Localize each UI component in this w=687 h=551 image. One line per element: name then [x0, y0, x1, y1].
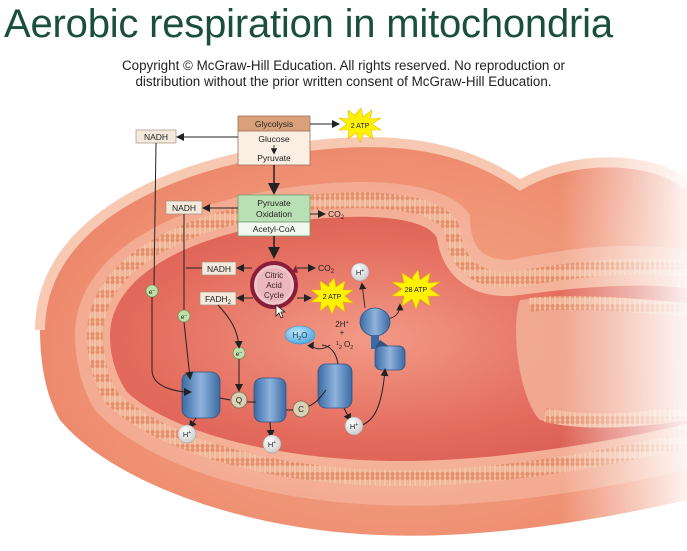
atp-burst-synthase — [390, 269, 442, 310]
complex-i-to-q — [219, 397, 231, 401]
atp-glycolysis-label: 2 ATP — [351, 123, 370, 130]
water-molecule — [284, 325, 316, 345]
glycolysis-title: Glycolysis — [255, 119, 293, 129]
citric-line1: Citric — [265, 271, 283, 280]
copyright-line-1: Copyright © McGraw-Hill Education. All r… — [121, 58, 565, 73]
proton-1 — [177, 424, 197, 444]
complex-iii — [253, 377, 287, 423]
proton-label-2: H+ — [268, 440, 276, 449]
plus-sign: + — [340, 328, 345, 337]
pyruvate-oxidation-box: Pyruvate Oxidation Acetyl-CoA — [237, 194, 311, 237]
complex-i — [181, 371, 221, 419]
electron-label-1: e− — [149, 288, 156, 296]
cytochrome-c — [292, 400, 310, 418]
proton-return-arrow — [361, 368, 389, 426]
fadh2-electron-path — [217, 304, 243, 349]
proton-matrix-label: H+ — [356, 268, 364, 277]
nadh-label-1: NADH — [144, 132, 168, 142]
proton-2 — [262, 434, 282, 454]
citric-acid-cycle: Citric Acid Cycle — [250, 261, 298, 309]
electron-2-path — [183, 321, 194, 380]
complex-iv-pump-arrow — [343, 407, 351, 422]
page-title: Aerobic respiration in mitochondria — [4, 2, 613, 46]
nadh1-electron-line — [153, 142, 157, 286]
ubiquinone — [230, 391, 248, 409]
proton-label-3: H+ — [350, 422, 358, 431]
half-o2-o: O2 — [344, 340, 353, 351]
glucose-label: Glucose — [258, 134, 289, 144]
c-to-complex-iv — [308, 389, 327, 407]
two-h-label: 2H+ — [335, 320, 348, 329]
proton-synthase-arrow — [359, 282, 367, 309]
water-label: H2O — [292, 331, 307, 342]
electron-1-path — [151, 297, 192, 396]
proton-3 — [344, 416, 364, 436]
complex-i-pump-arrow — [188, 417, 197, 429]
mouse-cursor-icon — [275, 304, 287, 319]
copyright-line-2: distribution without the prior written c… — [135, 74, 552, 89]
acetyl-coa-label: Acetyl-CoA — [253, 224, 296, 234]
nadh-label-3: NADH — [207, 264, 231, 274]
citric-line3: Cycle — [264, 291, 285, 300]
atp-synthase-base — [374, 345, 406, 371]
atp-burst-glycolysis — [337, 107, 382, 143]
pyruvate-label: Pyruvate — [257, 153, 291, 163]
half-o2-num: 1 — [336, 341, 339, 347]
q-label: Q — [236, 396, 242, 405]
co2-label-1: CO2 — [328, 209, 345, 221]
atp-synthase — [359, 307, 406, 371]
fadh2-label: FADH2 — [205, 294, 232, 306]
atp-burst-citric — [310, 277, 354, 315]
atp-citric-label: 2 ATP — [323, 294, 342, 301]
atp-synthase-label: 28 ATP — [405, 287, 428, 294]
atp-synthase-stalk — [371, 335, 379, 349]
pyruvate-oxidation-line1: Pyruvate — [257, 198, 291, 208]
glycolysis-box: Glycolysis Glucose Pyruvate — [237, 115, 311, 166]
c-label: C — [298, 405, 304, 414]
co2-label-2: CO2 — [318, 263, 335, 275]
complex-iii-pump-arrow — [266, 421, 275, 438]
fade-overlay — [560, 150, 687, 551]
cycle-arrow-head — [292, 265, 298, 273]
complex-iv-to-water — [321, 344, 339, 365]
nadh-label-2: NADH — [172, 203, 196, 213]
citric-cycle-core — [257, 268, 291, 302]
electron-label-3: e− — [236, 350, 243, 358]
electron-label-2: e− — [181, 313, 188, 321]
atp-synthase-head — [359, 307, 391, 337]
half-o2-den: 2 — [339, 345, 342, 351]
citric-line2: Acid — [266, 281, 282, 290]
copyright-notice: Copyright © McGraw-Hill Education. All r… — [0, 58, 687, 90]
proton-label-1: H+ — [183, 430, 191, 439]
complex-iv — [317, 363, 353, 409]
pyruvate-oxidation-line2: Oxidation — [256, 209, 292, 219]
proton-matrix — [350, 262, 370, 282]
